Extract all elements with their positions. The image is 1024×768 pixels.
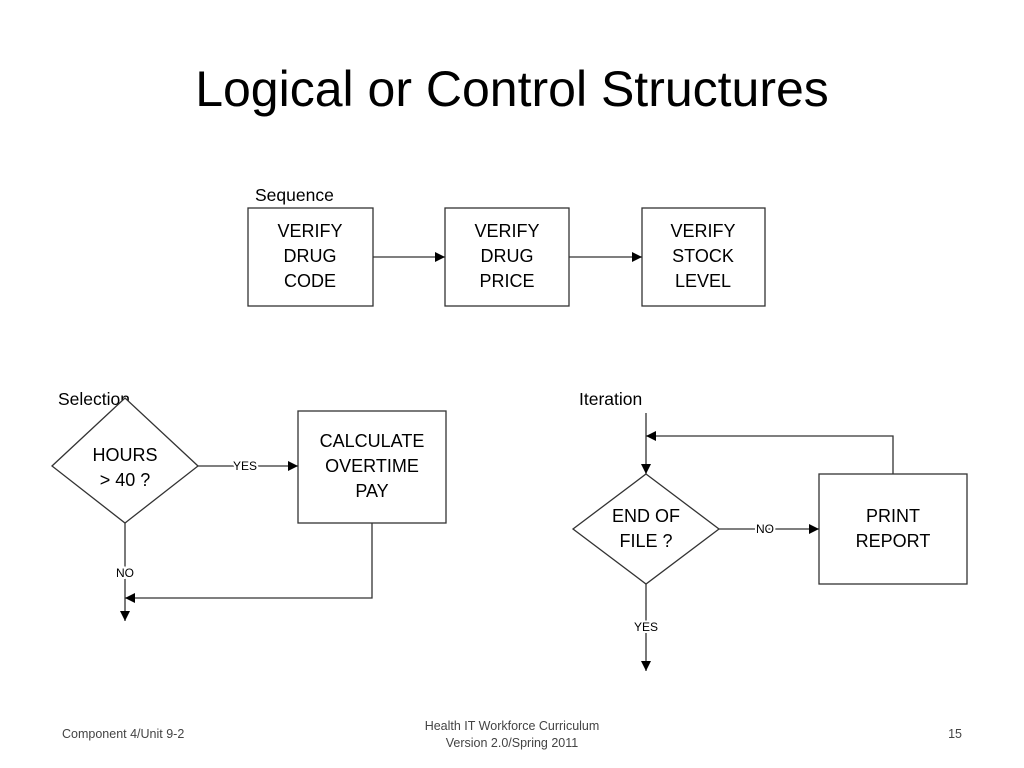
footer-curriculum-line: Health IT Workforce Curriculum: [424, 719, 600, 733]
iteration-process-box: PRINT REPORT: [818, 473, 968, 585]
diamond-line: FILE ?: [619, 531, 672, 551]
box-line: PRICE: [479, 271, 534, 291]
box-line: DRUG: [284, 246, 337, 266]
iteration-decision-diamond: END OF FILE ?: [571, 473, 721, 585]
sequence-box-verify-drug-price: VERIFY DRUG PRICE: [444, 207, 570, 307]
footer-version-line: Version 2.0/Spring 2011: [445, 736, 579, 750]
box-line: CALCULATE: [320, 431, 425, 451]
sequence-label: Sequence: [255, 185, 334, 205]
iteration-no-label: NO: [756, 522, 774, 536]
selection-merge-arrow: [125, 523, 373, 603]
footer-component: Component 4/Unit 9-2: [62, 727, 185, 741]
selection-yes-label: YES: [233, 459, 257, 473]
iteration-loop-back-arrow: [646, 431, 894, 474]
diamond-line: HOURS: [92, 445, 157, 465]
slide-title: Logical or Control Structures: [195, 61, 829, 117]
box-line: STOCK: [672, 246, 734, 266]
box-line: REPORT: [856, 531, 931, 551]
box-line: PAY: [355, 481, 388, 501]
box-line: DRUG: [481, 246, 534, 266]
selection-no-label: NO: [116, 566, 134, 580]
sequence-box-verify-stock-level: VERIFY STOCK LEVEL: [641, 207, 766, 307]
box-line: PRINT: [866, 506, 920, 526]
selection-label: Selection: [58, 389, 130, 409]
diamond-line: > 40 ?: [100, 470, 151, 490]
selection-decision-diamond: HOURS > 40 ?: [50, 397, 200, 524]
page-number: 15: [948, 727, 962, 741]
box-line: CODE: [284, 271, 336, 291]
diamond-line: END OF: [612, 506, 680, 526]
selection-process-box: CALCULATE OVERTIME PAY: [297, 410, 447, 524]
box-line: VERIFY: [277, 221, 342, 241]
box-line: VERIFY: [474, 221, 539, 241]
box-line: OVERTIME: [325, 456, 419, 476]
box-line: VERIFY: [670, 221, 735, 241]
sequence-box-verify-drug-code: VERIFY DRUG CODE: [247, 207, 374, 307]
iteration-yes-label: YES: [634, 620, 658, 634]
footer-curriculum: Health IT Workforce Curriculum Version 2…: [362, 718, 662, 752]
iteration-label: Iteration: [579, 389, 642, 409]
box-line: LEVEL: [675, 271, 731, 291]
